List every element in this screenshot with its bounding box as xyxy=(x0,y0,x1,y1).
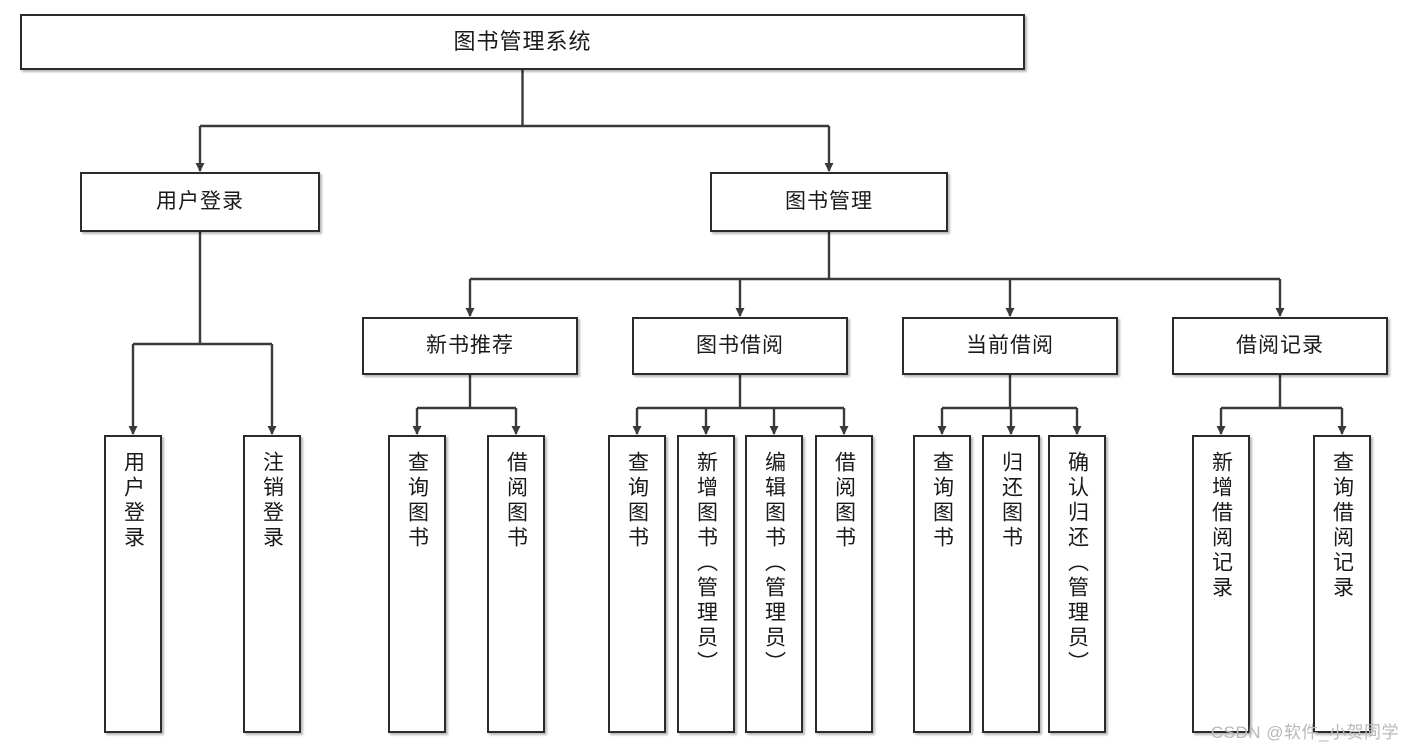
node-label: 注销登录 xyxy=(260,451,284,551)
node-label: 确认归还（管理员） xyxy=(1065,451,1089,676)
node-label: 新书推荐 xyxy=(426,333,514,357)
node-label: 图书管理系统 xyxy=(453,29,592,55)
node-label: 图书管理 xyxy=(785,189,873,213)
node-label: 借阅图书 xyxy=(504,451,528,551)
node-label: 用户登录 xyxy=(156,189,244,213)
node-label: 当前借阅 xyxy=(966,333,1054,357)
node-new_book_rec[interactable]: 新书推荐 xyxy=(362,317,578,375)
node-leaf_add_record[interactable]: 新增借阅记录 xyxy=(1192,435,1250,733)
node-book_borrow[interactable]: 图书借阅 xyxy=(632,317,848,375)
node-label: 图书借阅 xyxy=(696,333,784,357)
node-leaf_user_login[interactable]: 用户登录 xyxy=(104,435,162,733)
node-label: 查询图书 xyxy=(405,451,429,551)
node-leaf_query_book_c[interactable]: 查询图书 xyxy=(913,435,971,733)
node-leaf_user_logout[interactable]: 注销登录 xyxy=(243,435,301,733)
node-current_borrow[interactable]: 当前借阅 xyxy=(902,317,1118,375)
node-label: 查询图书 xyxy=(930,451,954,551)
node-leaf_query_book_b[interactable]: 查询图书 xyxy=(608,435,666,733)
node-user_login[interactable]: 用户登录 xyxy=(80,172,320,232)
node-label: 编辑图书（管理员） xyxy=(762,451,786,676)
node-leaf_query_book_a[interactable]: 查询图书 xyxy=(388,435,446,733)
node-leaf_edit_book[interactable]: 编辑图书（管理员） xyxy=(745,435,803,733)
node-label: 用户登录 xyxy=(121,451,145,551)
node-book_mgmt[interactable]: 图书管理 xyxy=(710,172,948,232)
node-leaf_borrow_book_a[interactable]: 借阅图书 xyxy=(487,435,545,733)
node-borrow_record[interactable]: 借阅记录 xyxy=(1172,317,1388,375)
node-root[interactable]: 图书管理系统 xyxy=(20,14,1025,70)
node-leaf_query_record[interactable]: 查询借阅记录 xyxy=(1313,435,1371,733)
node-leaf_confirm_return[interactable]: 确认归还（管理员） xyxy=(1048,435,1106,733)
node-label: 归还图书 xyxy=(999,451,1023,551)
watermark: CSDN @软件_小贺同学 xyxy=(1210,723,1399,742)
node-label: 借阅记录 xyxy=(1236,333,1324,357)
node-label: 借阅图书 xyxy=(832,451,856,551)
node-leaf_return_book[interactable]: 归还图书 xyxy=(982,435,1040,733)
node-leaf_add_book[interactable]: 新增图书（管理员） xyxy=(677,435,735,733)
node-label: 新增借阅记录 xyxy=(1209,451,1233,601)
node-label: 新增图书（管理员） xyxy=(694,451,718,676)
node-label: 查询图书 xyxy=(625,451,649,551)
node-leaf_borrow_book_b[interactable]: 借阅图书 xyxy=(815,435,873,733)
edge-paths xyxy=(128,70,1347,435)
node-label: 查询借阅记录 xyxy=(1330,451,1354,601)
